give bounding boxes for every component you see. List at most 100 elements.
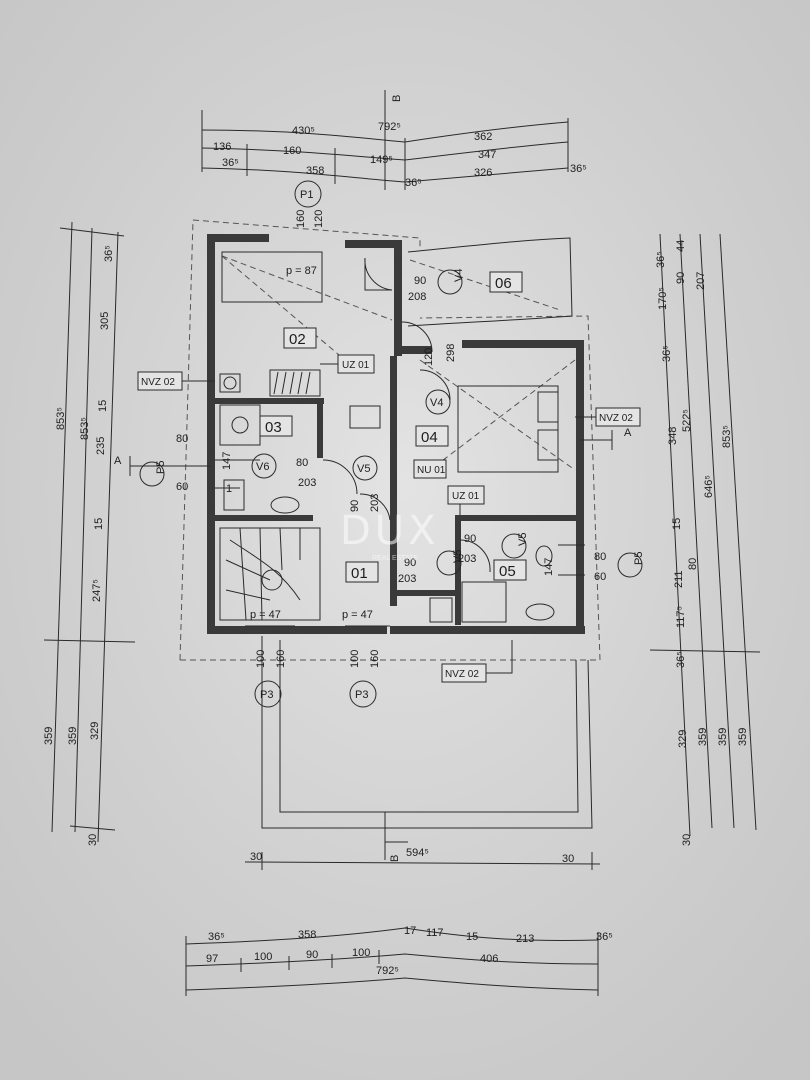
room-06: 06 xyxy=(495,275,512,292)
dux-watermark: DUX xyxy=(340,508,439,554)
tag-boxes xyxy=(137,354,641,683)
dim-right-646: 646⁵ xyxy=(703,475,715,498)
dim-top-347: 347 xyxy=(478,149,496,161)
room-05: 05 xyxy=(499,563,516,580)
dux-watermark-sub: REAL ESTATE xyxy=(372,555,418,562)
dim-bottom-36a: 36⁵ xyxy=(208,931,225,943)
dim-right-207: 207 xyxy=(695,272,707,290)
note-203-a: 203 xyxy=(298,477,316,489)
note-298: 298 xyxy=(445,344,457,362)
dim-right-36a: 36⁵ xyxy=(655,251,667,268)
marker-v6: V6 xyxy=(256,461,269,473)
dim-right-329: 329 xyxy=(677,730,689,748)
floor-plan xyxy=(129,219,613,860)
room-03: 03 xyxy=(265,419,282,436)
dim-top-149: 149⁵ xyxy=(370,154,393,166)
dim-right-44: 44 xyxy=(675,240,687,252)
note-160-top: 160 xyxy=(295,210,307,228)
note-120-mid: 120 xyxy=(423,348,435,366)
dim-left-15b: 15 xyxy=(93,518,105,530)
note-p47-right: p = 47 xyxy=(342,609,373,621)
dim-bottom-90: 90 xyxy=(306,949,318,961)
tag-nvz-left: NVZ 02 xyxy=(141,377,175,388)
dim-bottom-97: 97 xyxy=(206,953,218,965)
dim-right-117: 117⁵ xyxy=(675,606,687,628)
note-90-low: 90 xyxy=(404,557,416,569)
marker-p5-right: P5 xyxy=(633,552,645,565)
bottom-dimension-lines xyxy=(185,852,601,996)
dim-bottom-17: 17 xyxy=(404,925,416,937)
dim-top-430: 430⁵ xyxy=(292,125,315,137)
dim-left-359b: 359 xyxy=(67,727,79,745)
marker-p3-left: P3 xyxy=(260,689,273,701)
dim-right-30: 30 xyxy=(681,834,693,846)
dim-top-36b: 36⁵ xyxy=(405,177,422,189)
marker-v5-mid: V5 xyxy=(357,463,370,475)
dim-top-358: 358 xyxy=(306,165,324,177)
dim-left-235: 235 xyxy=(95,437,107,455)
room-04: 04 xyxy=(421,429,438,446)
dim-bottom-15: 15 xyxy=(466,931,478,943)
marker-v5-right: V5 xyxy=(517,533,529,546)
dim-bottom-594: 594⁵ xyxy=(406,847,429,859)
section-a-left-label: A xyxy=(114,455,122,467)
room-02: 02 xyxy=(289,331,306,348)
dim-left-305: 305 xyxy=(99,312,111,330)
note-147-left: 147 xyxy=(221,452,233,470)
dim-bottom-100b: 100 xyxy=(352,947,370,959)
dim-bottom-30a: 30 xyxy=(250,851,262,863)
note-80-mid: 80 xyxy=(296,457,308,469)
dim-right-15: 15 xyxy=(671,518,683,530)
dim-right-90: 90 xyxy=(675,272,687,284)
note-100-a: 100 xyxy=(255,650,267,668)
dim-bottom-792: 792⁵ xyxy=(376,965,399,977)
dim-right-522: 522⁵ xyxy=(681,409,693,432)
marker-p1: P1 xyxy=(300,189,313,201)
dim-right-170: 170⁵ xyxy=(657,287,669,310)
note-203-c: 203 xyxy=(458,553,476,565)
note-147-right: 147 xyxy=(543,558,555,576)
tag-nu: NU 01 xyxy=(417,465,446,476)
dim-top-362: 362 xyxy=(474,131,492,143)
marker-p5-left: P5 xyxy=(155,461,167,474)
dim-top-160: 160 xyxy=(283,145,301,157)
dim-left-329: 329 xyxy=(89,722,101,740)
dim-bottom-406: 406 xyxy=(480,953,498,965)
note-100-b: 100 xyxy=(349,650,361,668)
note-80-left: 80 xyxy=(176,433,188,445)
dim-top-36a: 36⁵ xyxy=(222,157,239,169)
dim-bottom-213: 213 xyxy=(516,933,534,945)
dim-right-36b: 36⁵ xyxy=(661,345,673,362)
tag-nvz-right: NVZ 02 xyxy=(599,413,633,424)
marker-v4-top: V4 xyxy=(453,269,465,282)
tag-uz-top: UZ 01 xyxy=(342,360,370,371)
dim-right-36c: 36⁵ xyxy=(675,651,687,668)
section-b-bottom-label: B xyxy=(389,855,401,862)
dim-left-36: 36⁵ xyxy=(103,245,115,262)
dim-right-359a: 359 xyxy=(697,728,709,746)
dim-right-853: 853⁵ xyxy=(721,425,733,448)
dim-left-15a: 15 xyxy=(97,400,109,412)
section-b-top-label: B xyxy=(391,95,403,102)
note-p47-left: p = 47 xyxy=(250,609,281,621)
dim-left-30: 30 xyxy=(87,834,99,846)
dim-bottom-36b: 36⁵ xyxy=(596,931,613,943)
dim-top-136: 136 xyxy=(213,141,231,153)
right-dimension-lines xyxy=(649,233,761,837)
note-1: 1 xyxy=(226,483,232,495)
dim-top-326: 326 xyxy=(474,167,492,179)
room-01: 01 xyxy=(351,565,368,582)
dim-right-80: 80 xyxy=(687,558,699,570)
top-dimension-lines xyxy=(201,90,569,190)
dim-top-36c: 36⁵ xyxy=(570,163,587,175)
note-160-b: 160 xyxy=(369,650,381,668)
note-60-right: 60 xyxy=(594,571,606,583)
dim-left-853b: 853⁵ xyxy=(79,417,91,440)
tag-nvz-bottom: NVZ 02 xyxy=(445,669,479,680)
note-120-top: 120 xyxy=(313,210,325,228)
section-a-right-label: A xyxy=(624,427,632,439)
left-dimension-lines xyxy=(43,221,136,843)
dim-bottom-358: 358 xyxy=(298,929,316,941)
dim-bottom-30b: 30 xyxy=(562,853,574,865)
